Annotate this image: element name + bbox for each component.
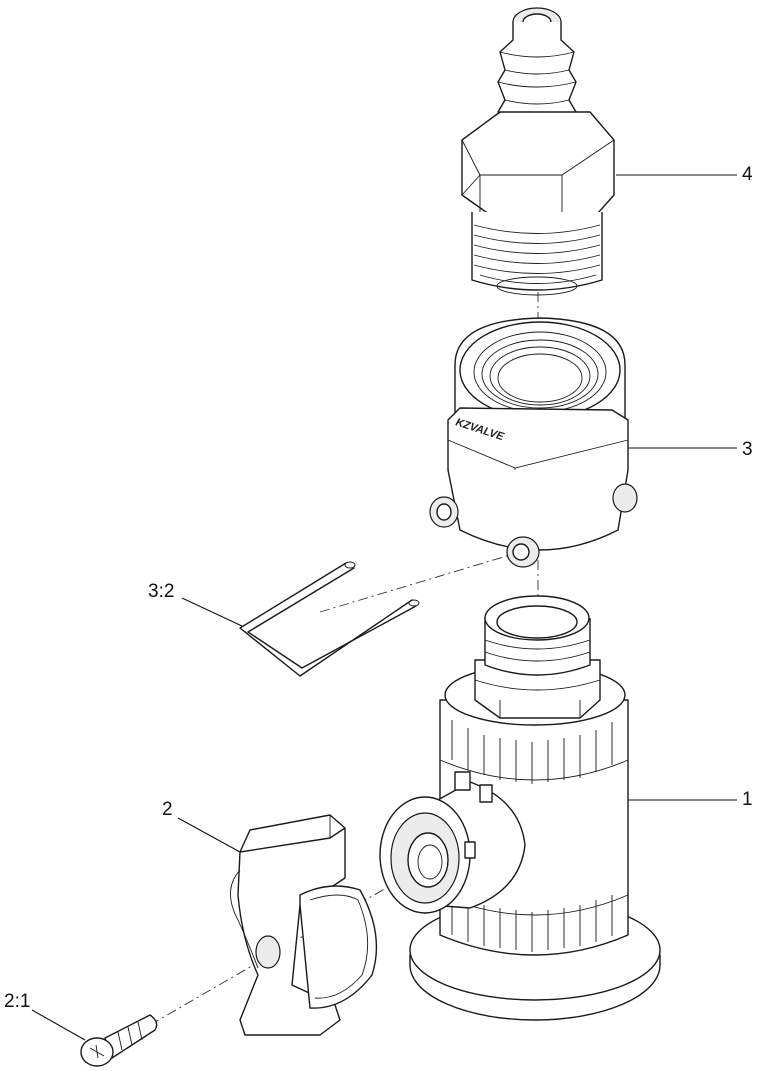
callout-label-2: 2 — [162, 799, 173, 820]
leader-line-2-1 — [31, 1009, 86, 1041]
axis-line-pin — [319, 554, 511, 613]
part-2-handle — [230, 814, 378, 1036]
callout-label-3-2: 3:2 — [148, 581, 175, 602]
part-2-1-screw — [80, 1014, 158, 1067]
callout-label-1: 1 — [742, 789, 753, 810]
callout-label-4: 4 — [742, 164, 753, 185]
part-3-union-nut — [429, 317, 638, 568]
part-4-hose-barb-fitting — [461, 7, 615, 296]
part-3-2-retaining-pin — [239, 561, 420, 677]
callout-label-2-1: 2:1 — [4, 991, 31, 1012]
leader-line-3-2 — [181, 597, 243, 627]
part-1-valve-body — [379, 595, 661, 1021]
callout-label-3: 3 — [742, 439, 753, 460]
leader-line-2 — [177, 817, 241, 853]
